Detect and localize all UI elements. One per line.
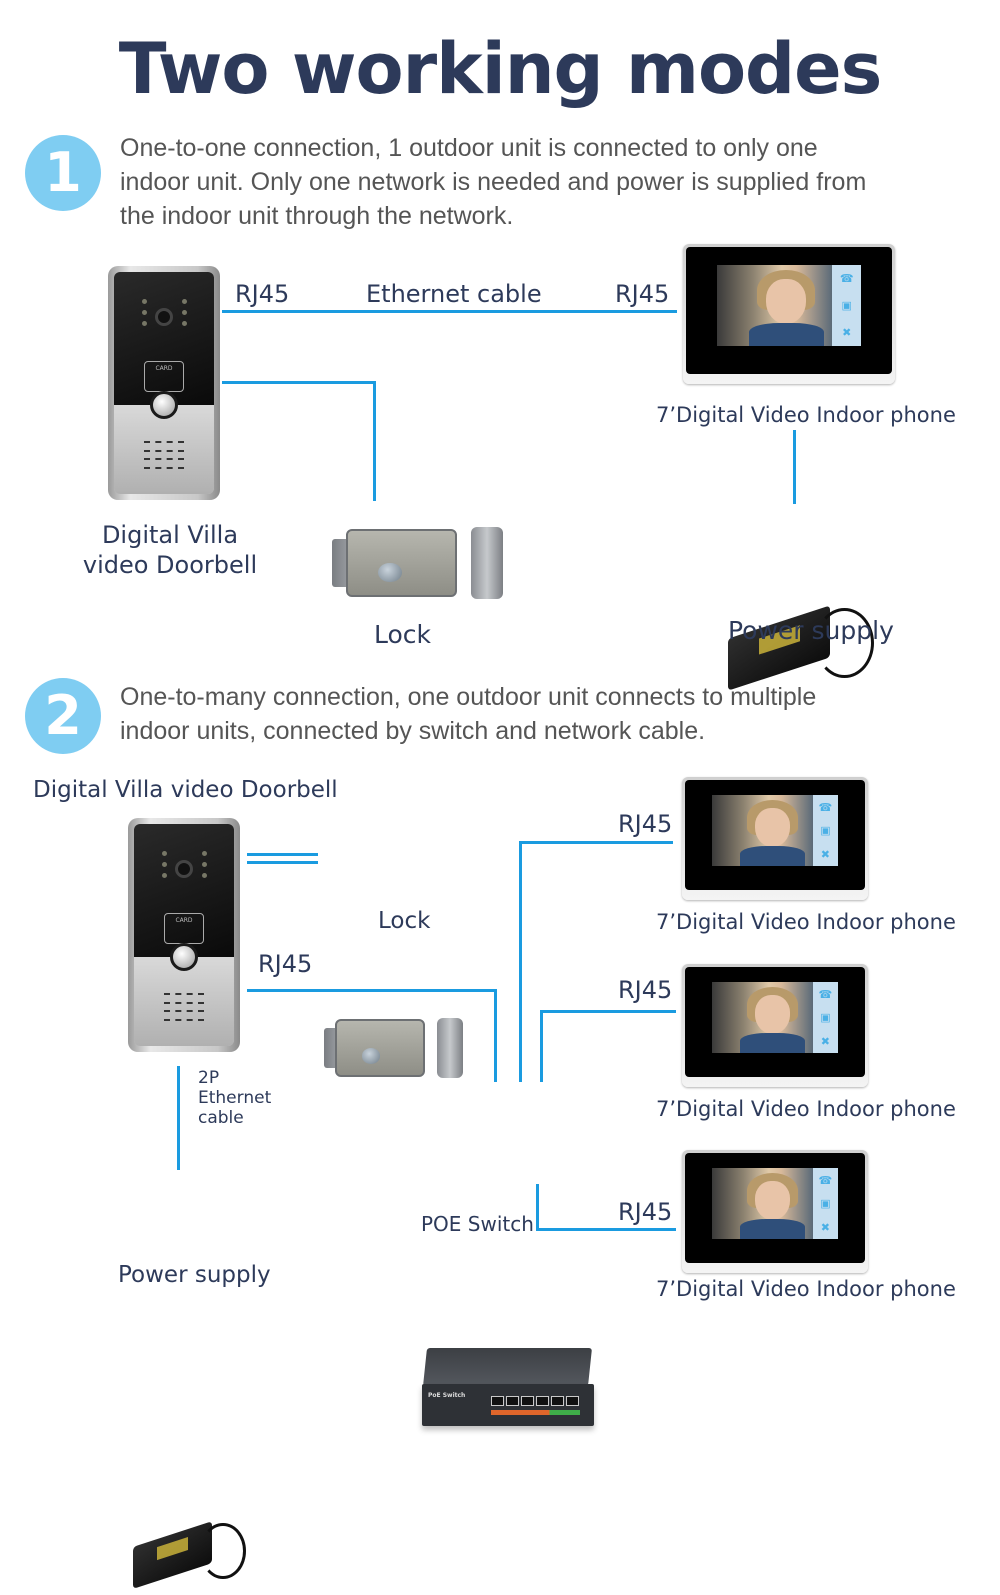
lock-cable-line — [222, 381, 376, 384]
hangup-icon: ✖ — [820, 848, 831, 861]
phone-icon: ☎ — [839, 272, 854, 285]
rj45-label-unit-2: RJ45 — [618, 976, 673, 1004]
camera-lens — [175, 859, 193, 878]
lock-image-2 — [318, 1012, 463, 1084]
ethernet-cable-label-2: 2P Ethernet cable — [198, 1068, 271, 1128]
switch-to-unit1-vertical — [519, 841, 522, 1082]
indoor-monitor-image-2: ☎ ▣ ✖ — [682, 964, 868, 1087]
mode-1-badge: 1 — [25, 135, 101, 211]
poe-switch-label: POE Switch — [421, 1212, 534, 1236]
lock-icon: ▣ — [820, 825, 831, 838]
doorbell-image-2: CARD — [128, 818, 240, 1052]
lock-cable-line-vertical — [373, 381, 376, 501]
power-supply-image — [722, 598, 877, 698]
card-reader-icon: CARD — [164, 912, 204, 944]
lock-label-2: Lock — [378, 908, 431, 934]
rj45-label-doorbell: RJ45 — [258, 950, 313, 978]
phone-icon: ☎ — [818, 988, 833, 1001]
phone-icon: ☎ — [818, 801, 833, 814]
lock-icon: ▣ — [841, 299, 852, 312]
rj45-label-right: RJ45 — [615, 280, 670, 308]
switch-to-unit3-line — [536, 1228, 676, 1231]
hangup-icon: ✖ — [820, 1221, 831, 1234]
mode-1-description-line: indoor unit. Only one network is needed … — [120, 168, 867, 196]
indoor-phone-label: 7’Digital Video Indoor phone — [656, 403, 956, 427]
switch-ports — [490, 1395, 579, 1406]
lock-image — [325, 520, 503, 606]
mode-2-description: One-to-many connection, one outdoor unit… — [120, 680, 960, 748]
switch-to-unit3-vertical — [536, 1184, 539, 1231]
power-supply-image-2 — [128, 1515, 248, 1595]
lock-icon: ▣ — [820, 1198, 831, 1211]
hangup-icon: ✖ — [842, 327, 852, 339]
doorbell-to-switch-line — [247, 989, 497, 992]
switch-to-unit2-line — [540, 1010, 676, 1013]
card-reader-icon: CARD — [144, 360, 184, 392]
lock-cable-line-2a — [247, 853, 318, 856]
lock-icon: ▣ — [820, 1012, 831, 1025]
power-cable-line-2 — [177, 1066, 180, 1170]
rj45-label-unit-3: RJ45 — [618, 1198, 673, 1226]
doorbell-label: Digital Villa video Doorbell — [70, 520, 270, 580]
phone-icon: ☎ — [818, 1174, 833, 1187]
cable-label-line: Ethernet — [198, 1088, 272, 1108]
mode-1-description: One-to-one connection, 1 outdoor unit is… — [120, 131, 960, 233]
doorbell-label-line: Digital Villa — [101, 521, 239, 549]
indoor-phone-label-1: 7’Digital Video Indoor phone — [656, 910, 956, 934]
doorbell-label-line: video Doorbell — [82, 551, 258, 579]
switch-brand-label: PoE Switch — [428, 1391, 466, 1399]
cable-label-line: 2P — [198, 1068, 220, 1088]
power-supply-label: Power supply — [728, 616, 894, 645]
camera-lens — [155, 307, 173, 326]
indoor-phone-label-2: 7’Digital Video Indoor phone — [656, 1097, 956, 1121]
mode-2-description-line: One-to-many connection, one outdoor unit… — [120, 683, 817, 711]
switch-to-unit1-line — [519, 841, 673, 844]
cable-label-line: cable — [198, 1108, 244, 1128]
ethernet-cable-line — [222, 310, 677, 313]
power-cable-line — [793, 430, 796, 504]
switch-to-unit2-vertical — [540, 1010, 543, 1082]
indoor-monitor-image-3: ☎ ▣ ✖ — [682, 1150, 868, 1273]
ethernet-cable-label: Ethernet cable — [366, 280, 542, 308]
doorbell-image: CARD — [108, 266, 220, 500]
lock-label: Lock — [373, 620, 431, 649]
mode-2-badge: 2 — [25, 678, 101, 754]
indoor-phone-label-3: 7’Digital Video Indoor phone — [656, 1277, 956, 1301]
mode-1-description-line: the indoor unit through the network. — [120, 202, 514, 230]
doorbell-label-2: Digital Villa video Doorbell — [33, 777, 338, 803]
indoor-monitor-image-1: ☎ ▣ ✖ — [682, 777, 868, 900]
call-button-icon — [150, 391, 178, 420]
call-button-icon — [170, 943, 198, 972]
mode-2-description-line: indoor units, connected by switch and ne… — [120, 717, 706, 745]
poe-switch-image: PoE Switch — [422, 1348, 594, 1433]
page-title: Two working modes — [118, 28, 883, 110]
hangup-icon: ✖ — [820, 1035, 831, 1048]
mode-1-description-line: One-to-one connection, 1 outdoor unit is… — [120, 134, 818, 162]
doorbell-to-switch-line-vertical — [494, 989, 497, 1082]
lock-cable-line-2b — [247, 861, 318, 864]
rj45-label-unit-1: RJ45 — [618, 810, 673, 838]
indoor-monitor-image: ☎ ▣ ✖ — [683, 244, 895, 384]
power-supply-label-2: Power supply — [118, 1262, 271, 1288]
rj45-label-left: RJ45 — [235, 280, 290, 308]
